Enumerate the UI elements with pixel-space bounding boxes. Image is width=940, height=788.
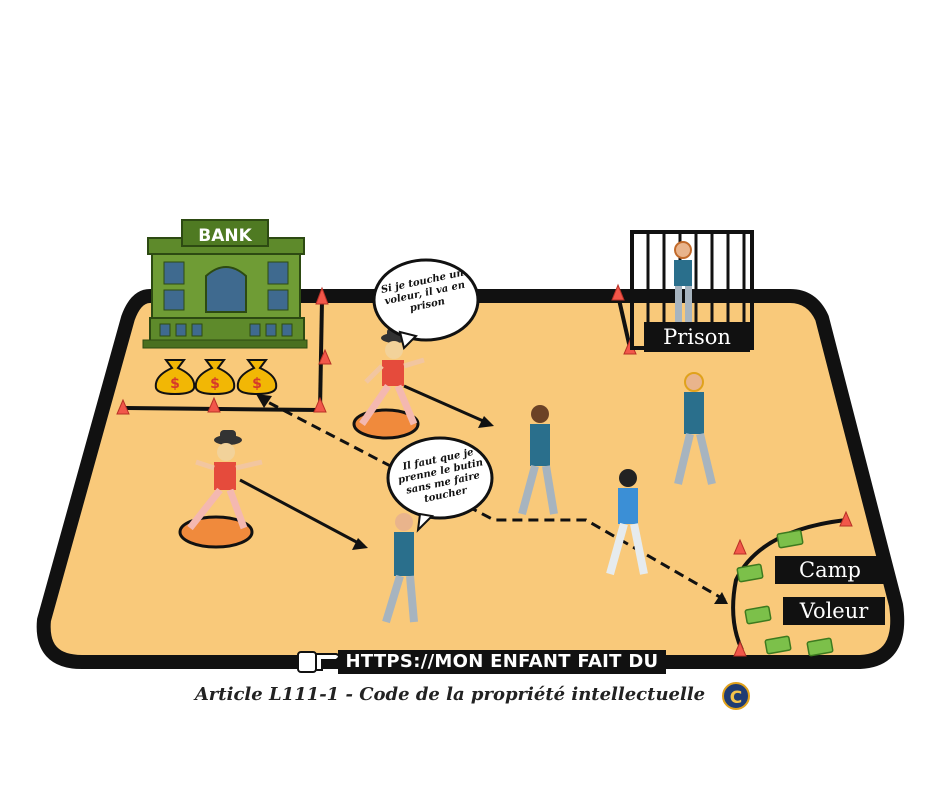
guard-player <box>359 328 425 426</box>
website-url-link[interactable]: HTTPS://MON ENFANT FAIT DU SPORT.FR <box>338 650 666 696</box>
svg-text:$: $ <box>210 376 220 392</box>
route-arrowhead-camp <box>714 592 728 604</box>
thief-player <box>606 469 648 576</box>
voleur-label: Voleur <box>783 597 885 625</box>
pointing-hand-icon <box>297 651 340 673</box>
prison-label: Prison <box>644 322 750 352</box>
guard-player <box>187 430 263 531</box>
guard-arrowhead <box>352 538 368 550</box>
svg-text:$: $ <box>252 376 262 392</box>
route-arrowhead <box>256 394 272 408</box>
guard-arrow <box>239 384 491 548</box>
cone-icon <box>116 283 853 657</box>
thief-player <box>382 513 418 624</box>
guard-disc <box>178 515 254 549</box>
copyright-icon: C <box>722 682 750 710</box>
svg-text:$: $ <box>170 376 180 392</box>
speech-bubble-thief <box>386 436 494 533</box>
prison-cage <box>630 230 754 350</box>
banknote-icon <box>736 529 834 657</box>
bank-icon <box>142 219 308 349</box>
speech-bubble-guard <box>372 258 480 350</box>
thief-route-dashed <box>259 396 726 602</box>
bank-sign: BANK <box>198 226 252 246</box>
thief-player <box>674 372 716 485</box>
bank-zone-boundary <box>121 299 324 412</box>
copyright-caption: Article L111-1 - Code de la propriété in… <box>194 684 706 705</box>
thief-player <box>518 405 558 516</box>
money-bag-icon: $ $ $ <box>154 359 278 396</box>
camp-label: Camp <box>775 556 885 584</box>
guard-arrowhead <box>478 416 494 428</box>
